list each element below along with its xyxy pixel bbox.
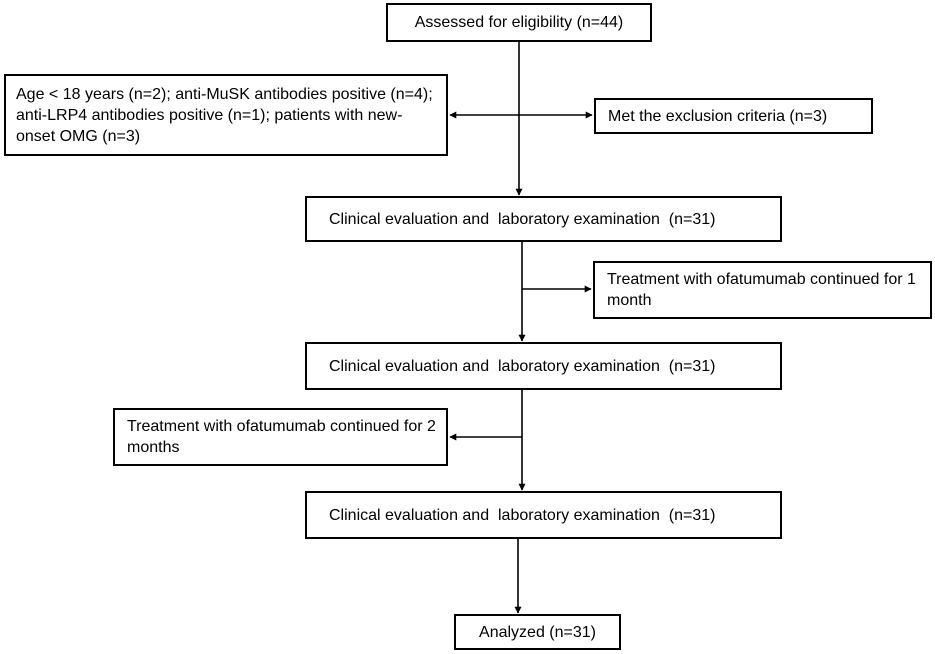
evaluation-box-3: Clinical evaluation and laboratory exami…: [305, 491, 782, 539]
treatment-label-2: Treatment with ofatumumab continued for …: [127, 418, 436, 456]
exclusion-criteria-label: Met the exclusion criteria (n=3): [608, 107, 828, 125]
analyzed-box: Analyzed (n=31): [454, 614, 621, 650]
evaluation-label-3: Clinical evaluation and laboratory exami…: [329, 506, 716, 524]
evaluation-label-2: Clinical evaluation and laboratory exami…: [329, 357, 716, 375]
exclusion-details-box: Age < 18 years (n=2); anti-MuSK antibodi…: [4, 74, 448, 156]
evaluation-label-1: Clinical evaluation and laboratory exami…: [329, 210, 716, 228]
assessed-box: Assessed for eligibility (n=44): [386, 3, 652, 42]
treatment-box-1: Treatment with ofatumumab continued for …: [593, 261, 932, 319]
evaluation-box-1: Clinical evaluation and laboratory exami…: [305, 196, 782, 242]
evaluation-box-2: Clinical evaluation and laboratory exami…: [305, 342, 782, 390]
exclusion-details-label: Age < 18 years (n=2); anti-MuSK antibodi…: [16, 85, 433, 145]
exclusion-criteria-box: Met the exclusion criteria (n=3): [594, 98, 873, 134]
analyzed-label: Analyzed (n=31): [479, 623, 596, 641]
assessed-label: Assessed for eligibility (n=44): [414, 14, 624, 31]
treatment-box-2: Treatment with ofatumumab continued for …: [113, 408, 448, 466]
treatment-label-1: Treatment with ofatumumab continued for …: [607, 271, 916, 309]
